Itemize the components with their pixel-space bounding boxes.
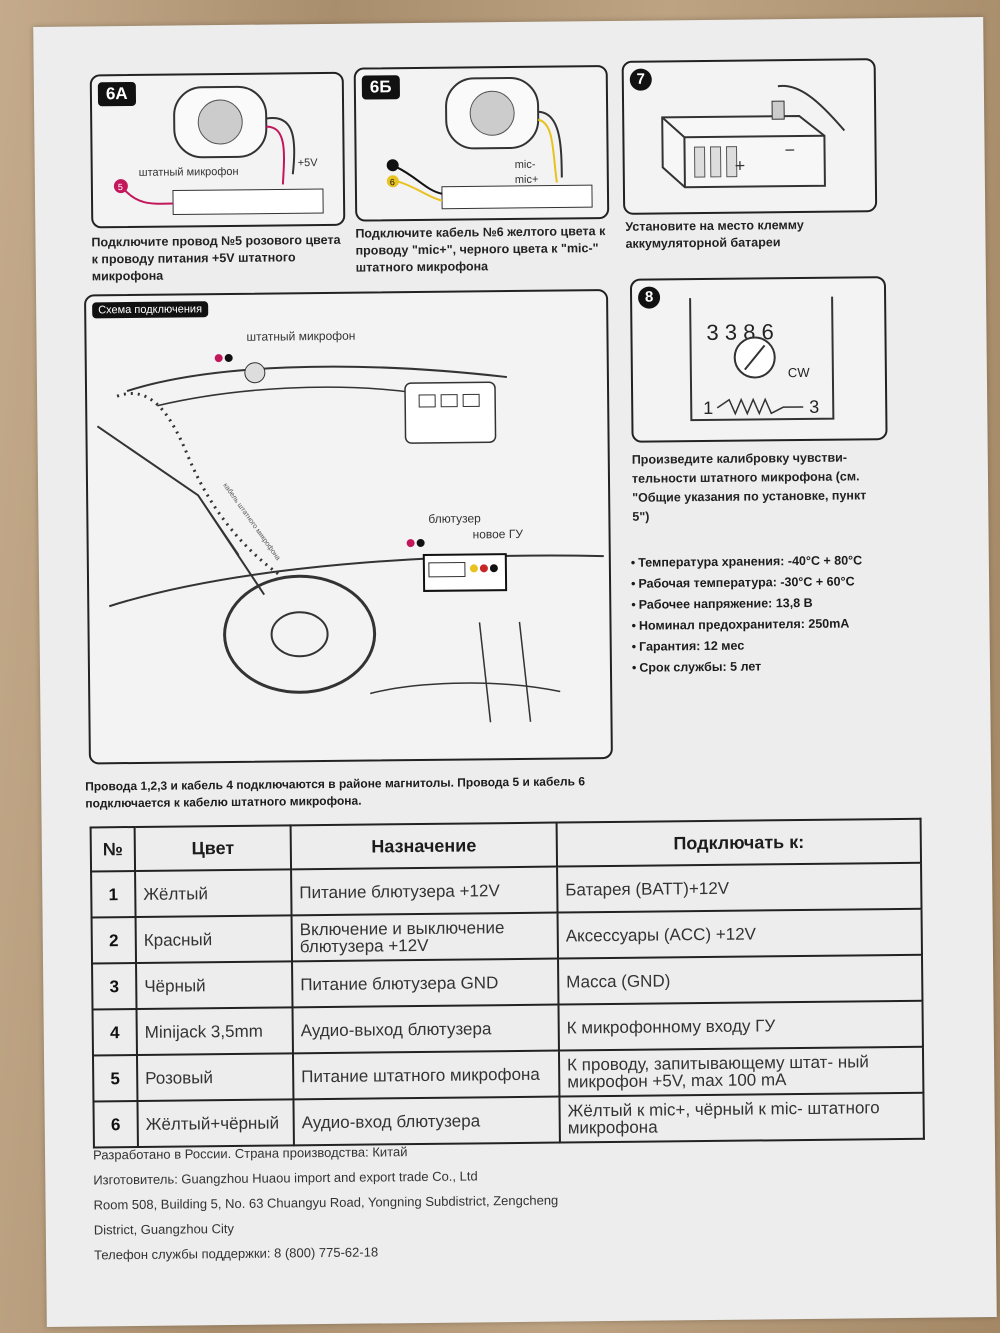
- cell-color: Жёлтый: [135, 869, 292, 917]
- cell-connect-to: Аксессуары (ACC) +12V: [557, 908, 922, 959]
- cell-purpose: Включение и выключение блютузера +12V: [291, 912, 559, 962]
- header-number: №: [90, 826, 136, 872]
- cell-purpose: Питание блютузера GND: [292, 958, 559, 1008]
- panel-7: 7 + −: [621, 58, 878, 215]
- cell-purpose: Питание блютузера +12V: [291, 866, 558, 916]
- panel-6a: 6А 5 штатный микрофон +5V: [89, 71, 346, 229]
- panel-6b-caption: Подключите кабель №6 желтого цвета к про…: [355, 224, 606, 275]
- header-color: Цвет: [134, 825, 292, 871]
- cell-color: Красный: [135, 915, 293, 963]
- manufacturer-footer: Разработано в России. Страна производств…: [93, 1138, 559, 1268]
- cell-connect-to: К микрофонному входу ГУ: [558, 1000, 923, 1051]
- cell-number: 2: [91, 916, 137, 964]
- scheme-hu-label: новое ГУ: [472, 527, 523, 542]
- cell-number: 6: [93, 1100, 138, 1148]
- panel-6b-mic-minus: mic-: [515, 159, 536, 171]
- panel-7-battery-illustration: + −: [661, 84, 846, 189]
- panel-6b-mic-plus: mic+: [515, 174, 539, 186]
- spec-item: Номинал предохранителя: 250mA: [631, 613, 862, 636]
- cell-connect-to: Масса (GND): [558, 954, 923, 1005]
- cell-color: Чёрный: [136, 961, 293, 1009]
- panel-7-plus-sign: +: [735, 156, 746, 176]
- spec-item: Срок службы: 5 лет: [632, 655, 863, 678]
- panel-6b-wire-number: 6: [390, 177, 395, 187]
- header-connect-to: Подключать к:: [556, 818, 922, 867]
- cell-purpose: Питание штатного микрофона: [292, 1050, 560, 1100]
- panel-8-caption: Произведите калибровку чувстви- тельност…: [631, 450, 867, 524]
- panel-6a-mic-label: штатный микрофон: [139, 166, 239, 179]
- cell-number: 4: [92, 1008, 137, 1056]
- spec-item: Температура хранения: -40°С + 80°С: [631, 550, 862, 573]
- panel-6a-wire-number: 5: [118, 182, 123, 192]
- panel-6b: 6Б 6 mic- mic+: [353, 64, 610, 222]
- panel-7-minus-sign: −: [784, 140, 795, 160]
- footer-line: Телефон службы поддержки: 8 (800) 775-62…: [94, 1244, 379, 1263]
- panel-8-calibration-illustration: 3 3 8 6 CW 1 3: [689, 296, 835, 422]
- footer-line: Room 508, Building 5, No. 63 Chuangyu Ro…: [93, 1192, 559, 1213]
- wiring-note: Провода 1,2,3 и кабель 4 подключаются в …: [85, 774, 586, 811]
- cell-connect-to: Батарея (BATT)+12V: [557, 862, 922, 913]
- cell-color: Minijack 3,5mm: [136, 1007, 293, 1055]
- cell-connect-to: Жёлтый к mic+, чёрный к mic- штатного ми…: [559, 1092, 924, 1143]
- cell-color: Розовый: [136, 1053, 294, 1101]
- cell-purpose: Аудио-выход блютузера: [292, 1004, 559, 1054]
- spec-list: Температура хранения: -40°С + 80°С Рабоч…: [631, 550, 864, 678]
- panel-6a-illustration: 5 штатный микрофон +5V: [113, 85, 324, 216]
- panel-6b-illustration: 6 mic- mic+: [386, 77, 593, 210]
- panel-6a-volt-label: +5V: [298, 157, 319, 169]
- header-purpose: Назначение: [290, 822, 558, 870]
- panel-8-left-terminal: 1: [703, 398, 713, 418]
- panel-8: 8 3 3 8 6 CW 1 3: [629, 276, 888, 443]
- panel-6a-caption: Подключите провод №5 розового цвета к пр…: [91, 232, 341, 284]
- scheme-bt-label: блютузер: [428, 511, 481, 526]
- panel-8-cw-label: CW: [788, 365, 811, 380]
- panel-7-caption: Установите на место клемму аккумуляторно…: [625, 217, 804, 251]
- instruction-sheet: 6А 5 штатный микрофон +5V Подключите про…: [33, 17, 997, 1327]
- cell-number: 3: [92, 962, 137, 1010]
- spec-item: Рабочая температура: -30°С + 60°С: [631, 571, 862, 594]
- spec-item: Рабочее напряжение: 13,8 В: [631, 592, 862, 615]
- cell-number: 1: [91, 870, 136, 918]
- wiring-table: № Цвет Назначение Подключать к: 1 Жёлтый…: [90, 818, 925, 1149]
- cell-number: 5: [92, 1054, 138, 1102]
- car-interior-illustration: кабель штатного микрофона штатный микроф…: [96, 329, 604, 723]
- connection-scheme-panel: Схема подключения кабель штатного микроф…: [84, 289, 613, 765]
- spec-item: Гарантия: 12 мес: [632, 634, 863, 657]
- scheme-mic-label: штатный микрофон: [246, 329, 355, 344]
- cell-connect-to: К проводу, запитывающему штат- ный микро…: [558, 1046, 924, 1097]
- panel-8-right-terminal: 3: [809, 397, 819, 417]
